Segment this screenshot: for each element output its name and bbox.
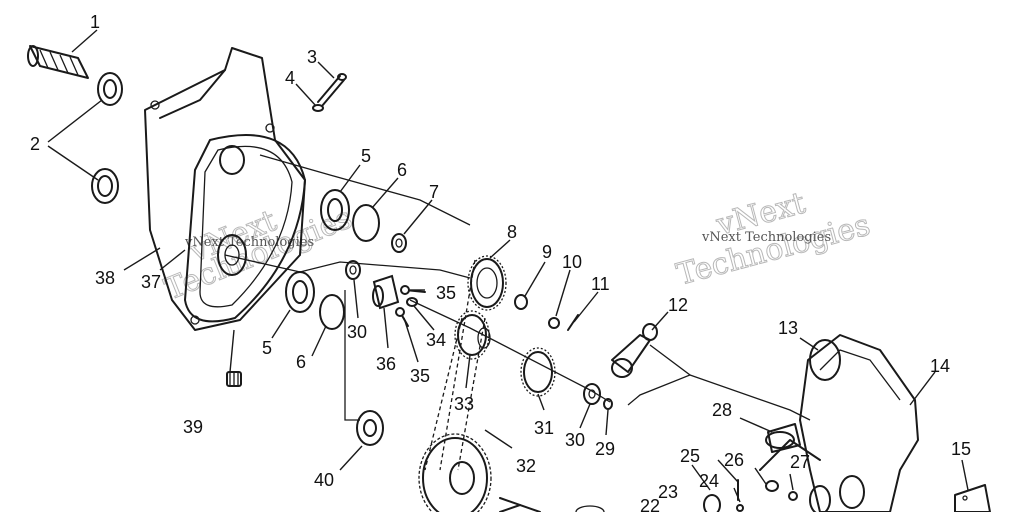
watermark-brand-small-right: vNext Technologies <box>701 230 831 245</box>
callout-8: 8 <box>507 222 517 242</box>
callout-14: 14 <box>930 356 950 376</box>
gearcase-housing-right <box>759 334 919 512</box>
part-30-washers <box>345 260 601 405</box>
part-1-input-shaft <box>27 45 89 79</box>
callout-40: 40 <box>314 470 334 490</box>
part-8-sprocket <box>467 255 507 311</box>
part-32-chain <box>424 259 486 471</box>
callout-15: 15 <box>951 439 971 459</box>
callout-30-left: 30 <box>347 322 367 342</box>
part-12-shift-lever <box>611 323 658 378</box>
callout-2: 2 <box>30 134 40 154</box>
callout-6-lower: 6 <box>296 352 306 372</box>
callout-32: 32 <box>516 456 536 476</box>
callout-11: 11 <box>591 274 610 294</box>
callout-5-upper: 5 <box>361 146 371 166</box>
part-35-screws <box>395 285 426 327</box>
part-29-washer <box>603 398 613 410</box>
watermark-brand-small-left: vNext Technologies <box>184 235 314 250</box>
part-31-gear <box>520 347 556 397</box>
callout-30-right: 30 <box>565 430 585 450</box>
output-sprocket <box>418 433 605 512</box>
callout-27: 27 <box>790 452 810 472</box>
callout-36: 36 <box>376 354 396 374</box>
callouts: 1 2 3 4 5 5 6 6 7 8 9 10 11 12 13 14 15 … <box>30 12 971 512</box>
part-40-washer <box>356 410 384 446</box>
callout-28: 28 <box>712 400 732 420</box>
callout-3: 3 <box>307 47 317 67</box>
callout-12: 12 <box>668 295 688 315</box>
part-23-seal <box>703 494 721 512</box>
part-36-shift-fork <box>372 274 400 310</box>
callout-4: 4 <box>285 68 295 88</box>
callout-5-lower: 5 <box>262 338 272 358</box>
callout-35-lower: 35 <box>410 366 430 386</box>
watermark: vNext Technologies vNext Technologies vN… <box>159 185 874 308</box>
callout-37: 37 <box>141 272 161 292</box>
callout-38: 38 <box>95 268 115 288</box>
callout-22: 22 <box>640 496 660 512</box>
callout-7: 7 <box>429 182 439 202</box>
gearcase-housing-left <box>144 47 306 331</box>
callout-39: 39 <box>183 417 203 437</box>
callout-31: 31 <box>534 418 554 438</box>
part-11-pin <box>567 314 579 331</box>
part-9-washer <box>514 294 528 310</box>
callout-26: 26 <box>724 450 744 470</box>
callout-9: 9 <box>542 242 552 262</box>
callout-25: 25 <box>680 446 700 466</box>
part-3-4-bolt-washer <box>312 73 347 112</box>
alignment-lines <box>224 154 811 421</box>
part-2-seals <box>91 72 123 204</box>
part-34-bushing <box>406 297 418 307</box>
part-10-nut <box>548 317 560 329</box>
part-27-bolt <box>788 491 798 501</box>
callout-34: 34 <box>426 330 446 350</box>
callout-1: 1 <box>90 12 100 32</box>
part-15-cover-plate <box>954 484 991 512</box>
callout-6-upper: 6 <box>397 160 407 180</box>
leader-lines <box>47 29 969 503</box>
callout-10: 10 <box>562 252 582 272</box>
part-6-rings <box>319 204 380 330</box>
callout-23: 23 <box>658 482 678 502</box>
part-39-drain-plug <box>226 371 242 387</box>
callout-29: 29 <box>595 439 615 459</box>
part-24-26-hardware <box>736 479 779 512</box>
callout-33: 33 <box>454 394 474 414</box>
callout-24: 24 <box>699 471 719 491</box>
callout-35-upper: 35 <box>436 283 456 303</box>
part-7-washer <box>391 233 407 253</box>
callout-13: 13 <box>778 318 798 338</box>
